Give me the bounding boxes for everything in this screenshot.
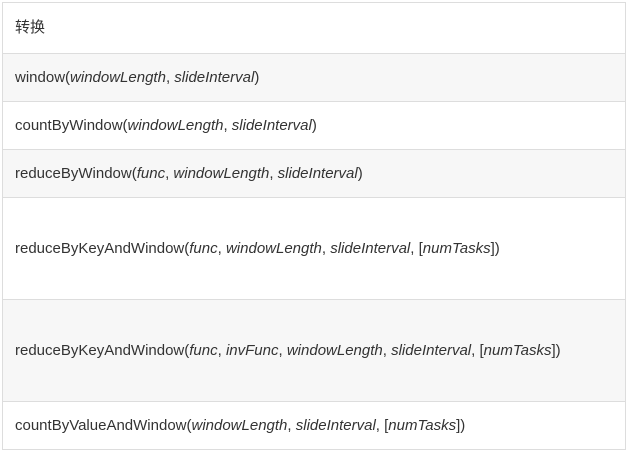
api-parameter: numTasks (483, 341, 552, 359)
api-signature-cell: reduceByWindow(func, windowLength, slide… (2, 149, 626, 198)
transform-api-table-container: 转换 window(windowLength, slideInterval) co… (2, 2, 626, 450)
api-signature-cell: reduceByKeyAndWindow(func, invFunc, wind… (2, 299, 626, 402)
api-signature-cell: reduceByKeyAndWindow(func, windowLength,… (2, 197, 626, 300)
api-parameter: windowLength (286, 341, 383, 359)
api-close-paren: ) (254, 68, 260, 86)
api-function-name: reduceByWindow( (15, 164, 137, 182)
table-row: countByValueAndWindow(windowLength, slid… (2, 401, 626, 450)
transform-api-table: 转换 window(windowLength, slideInterval) co… (2, 2, 626, 450)
table-row: window(windowLength, slideInterval) (2, 53, 626, 102)
api-parameter: windowLength (173, 164, 270, 182)
api-close-paren: ) (357, 164, 363, 182)
api-parameter: slideInterval (277, 164, 358, 182)
api-parameter: func (189, 341, 218, 359)
api-signature: countByValueAndWindow(windowLength, slid… (15, 416, 466, 434)
api-signature: reduceByKeyAndWindow(func, invFunc, wind… (15, 341, 561, 359)
api-parameter: windowLength (70, 68, 166, 86)
api-parameter: func (189, 239, 218, 257)
api-function-name: countByWindow( (15, 116, 128, 134)
api-parameter: numTasks (422, 239, 491, 257)
api-function-name: reduceByKeyAndWindow( (15, 341, 190, 359)
api-parameter: slideInterval (231, 116, 312, 134)
api-parameter: windowLength (191, 416, 288, 434)
api-function-name: reduceByKeyAndWindow( (15, 239, 190, 257)
api-signature: reduceByWindow(func, windowLength, slide… (15, 164, 363, 182)
table-body: window(windowLength, slideInterval) count… (2, 53, 626, 450)
table-row: countByWindow(windowLength, slideInterva… (2, 101, 626, 150)
api-parameter: windowLength (127, 116, 224, 134)
table-row: reduceByKeyAndWindow(func, windowLength,… (2, 197, 626, 300)
api-parameter: slideInterval (295, 416, 376, 434)
api-parameter: windowLength (225, 239, 322, 257)
api-close-paren: ) (311, 116, 317, 134)
api-parameter: numTasks (388, 416, 457, 434)
api-parameter: slideInterval (391, 341, 472, 359)
column-header-transform: 转换 (2, 2, 626, 54)
api-close-paren: ) (460, 416, 466, 434)
api-close-paren: ) (494, 239, 500, 257)
table-header: 转换 (2, 2, 626, 54)
api-signature: countByWindow(windowLength, slideInterva… (15, 116, 317, 134)
api-parameter: slideInterval (174, 68, 255, 86)
api-parameter: slideInterval (330, 239, 411, 257)
api-parameter: invFunc (225, 341, 279, 359)
api-signature-cell: countByWindow(windowLength, slideInterva… (2, 101, 626, 150)
table-header-row: 转换 (2, 2, 626, 54)
api-signature: window(windowLength, slideInterval) (15, 68, 260, 86)
table-row: reduceByKeyAndWindow(func, invFunc, wind… (2, 299, 626, 402)
api-signature-cell: countByValueAndWindow(windowLength, slid… (2, 401, 626, 450)
api-function-name: window( (15, 68, 71, 86)
api-close-paren: ) (555, 341, 561, 359)
api-signature-cell: window(windowLength, slideInterval) (2, 53, 626, 102)
api-parameter: func (136, 164, 166, 182)
api-signature: reduceByKeyAndWindow(func, windowLength,… (15, 239, 500, 257)
api-function-name: countByValueAndWindow( (15, 416, 192, 434)
table-row: reduceByWindow(func, windowLength, slide… (2, 149, 626, 198)
